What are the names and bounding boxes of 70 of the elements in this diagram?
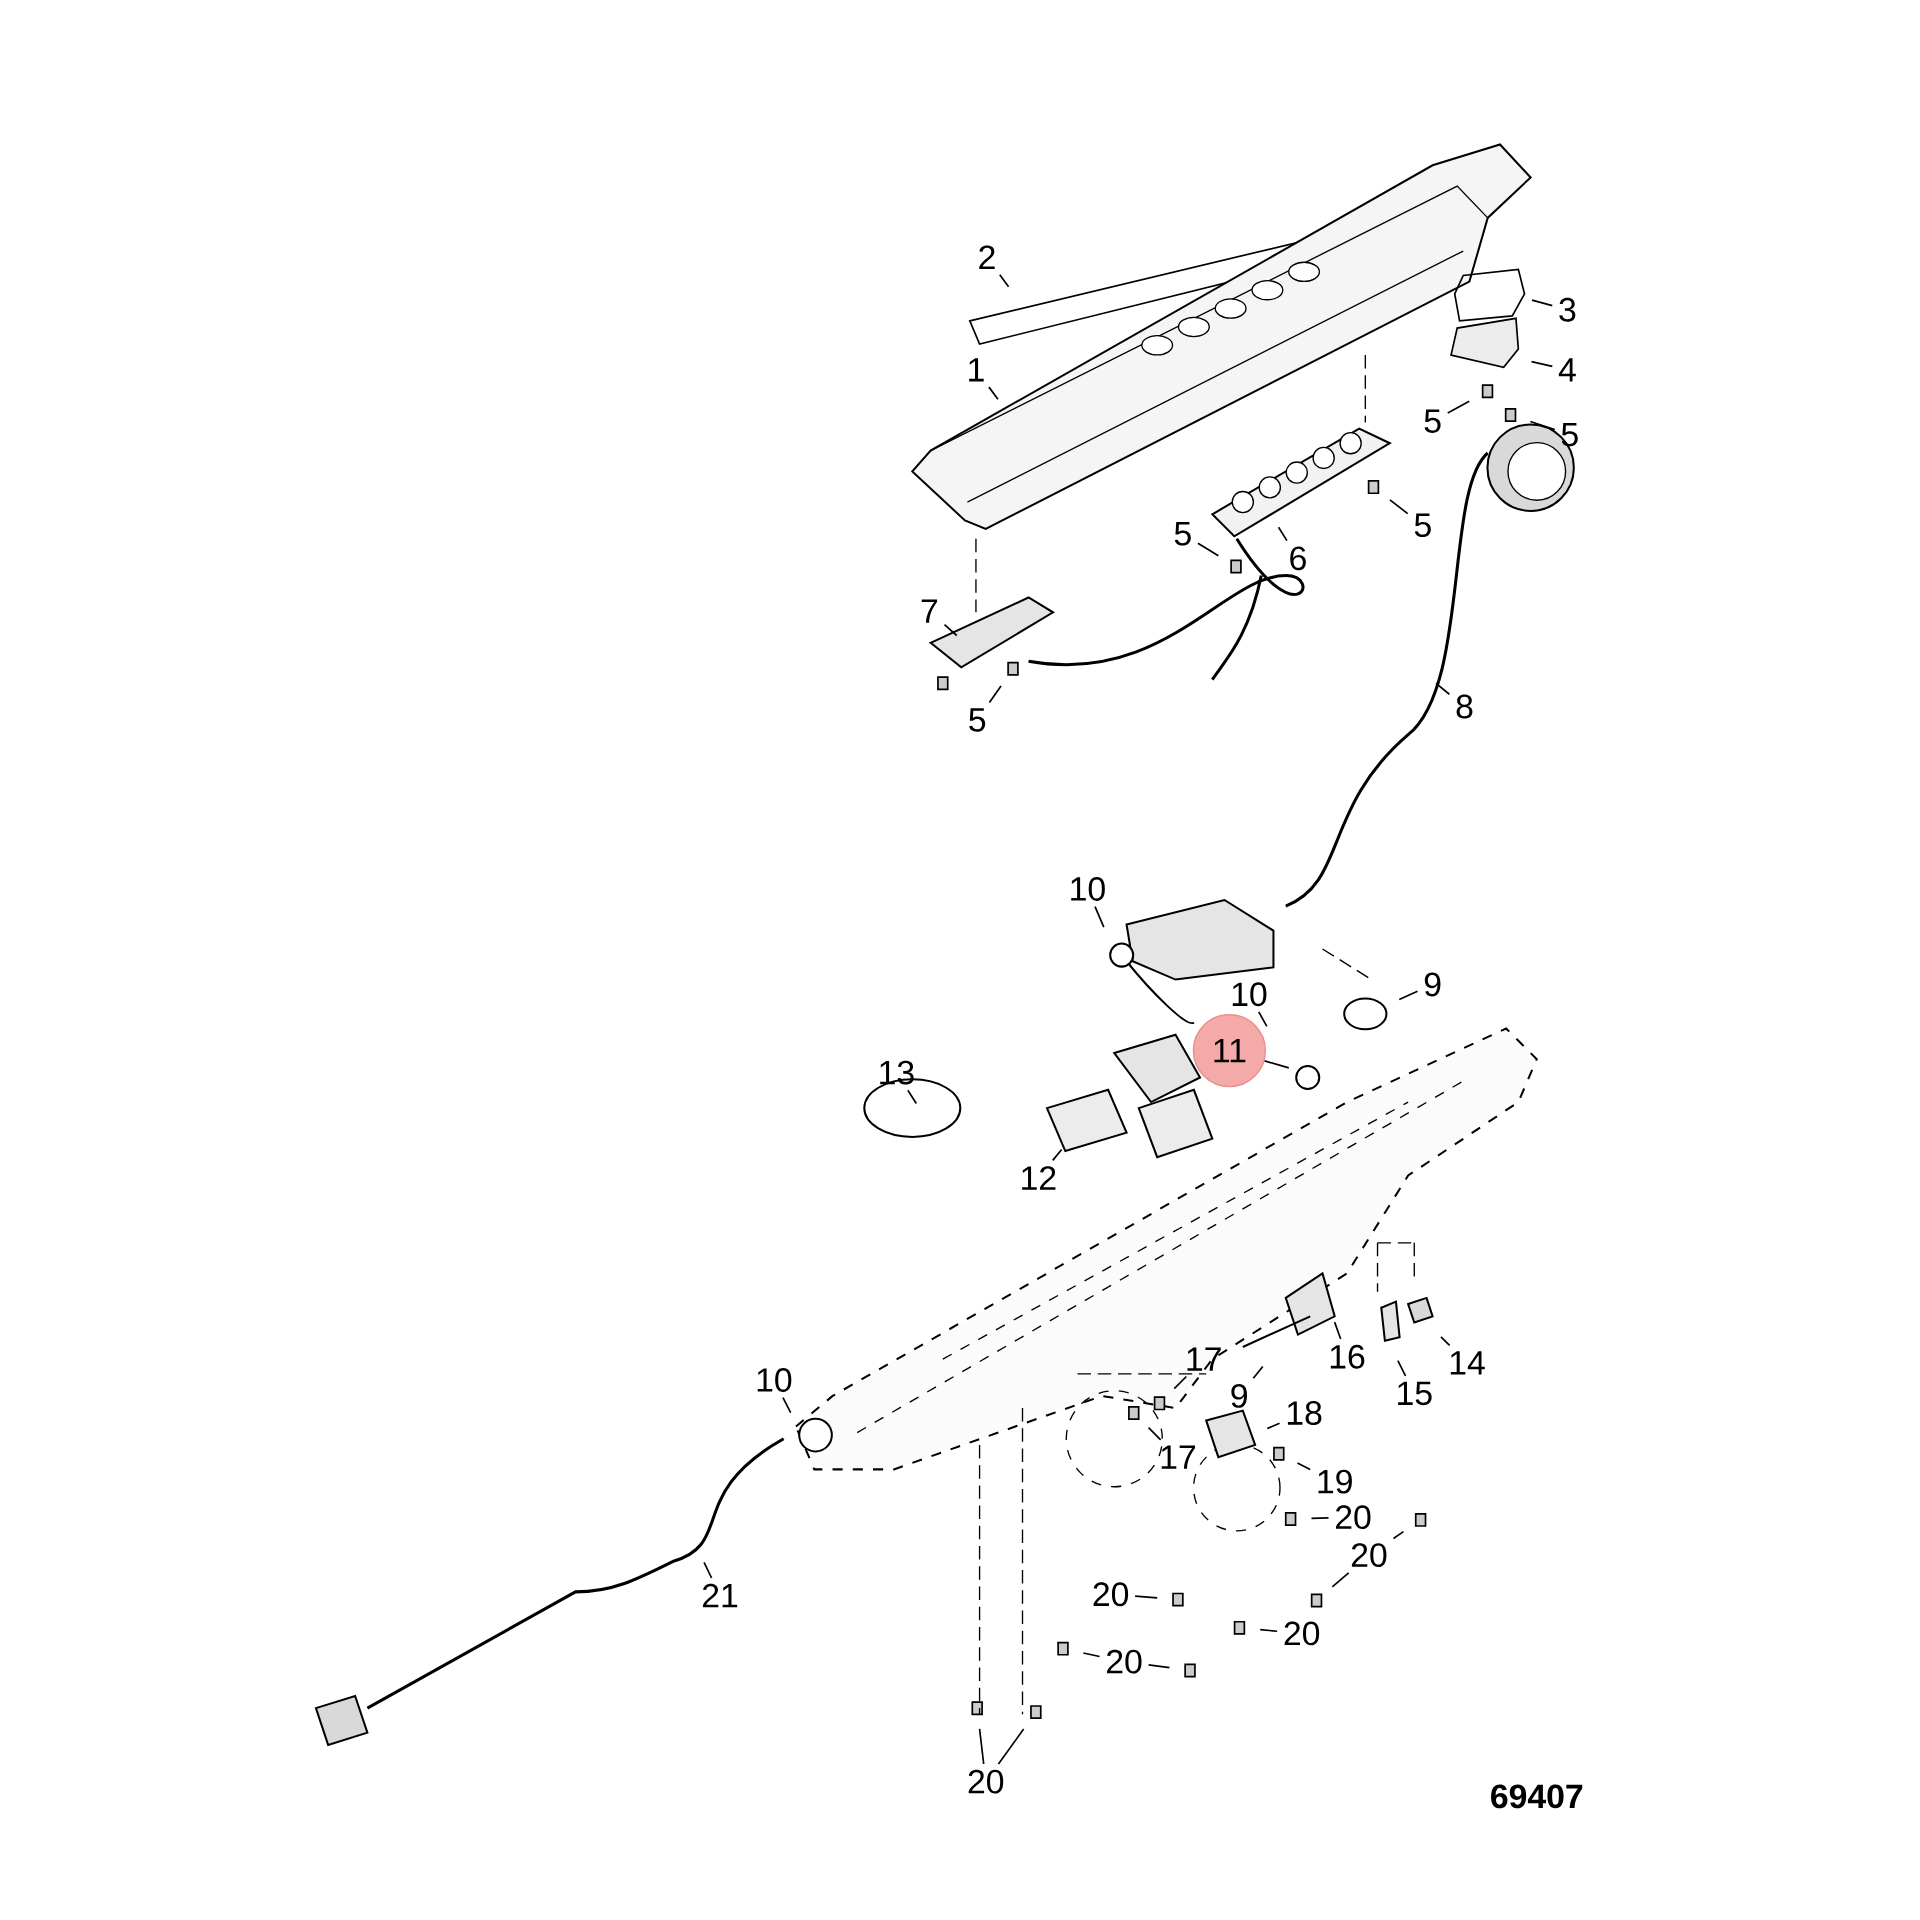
callout-number: 20 (1093, 1582, 1129, 1607)
figure-number: 69407 (1491, 1784, 1583, 1809)
leader-line (1257, 1011, 1268, 1028)
callout-number: 20 (1107, 1649, 1142, 1674)
leader-line (1529, 420, 1556, 431)
leader-line (1398, 990, 1419, 1001)
leader-line (1389, 499, 1409, 515)
callout-number: 20 (1284, 1621, 1320, 1646)
callout-number: 15 (1398, 1381, 1432, 1406)
leader-line (998, 273, 1010, 288)
leader-line (703, 1561, 713, 1579)
callout-number: 5 (1414, 513, 1431, 538)
callout-number: 9 (1231, 1384, 1247, 1408)
callout-number: 14 (1450, 1351, 1485, 1375)
leader-line (906, 1089, 918, 1105)
callout-number: 16 (1330, 1344, 1365, 1369)
callout-number: 10 (1071, 877, 1105, 901)
leader-line (1082, 1652, 1101, 1658)
leader-line (1263, 1060, 1290, 1069)
leader-line (1446, 400, 1471, 414)
callout-number: 21 (702, 1583, 738, 1608)
leader-line (1197, 542, 1220, 557)
callout-number: 9 (1424, 972, 1441, 997)
leader-line (1051, 1148, 1063, 1162)
callout-number: 5 (1174, 522, 1191, 546)
callout-number: 17 (1161, 1445, 1195, 1469)
callout-number: 20 (1351, 1543, 1387, 1568)
leader-line (1147, 1426, 1162, 1441)
callout-number: 20 (968, 1769, 1004, 1794)
leader-line (1397, 1359, 1407, 1377)
callout-number: 1 (969, 358, 984, 382)
leader-line (1134, 1595, 1159, 1599)
leader-line (1310, 1517, 1330, 1520)
callout-number: 7 (921, 599, 938, 623)
leader-line (1296, 1462, 1312, 1471)
leader-line (1277, 526, 1288, 542)
leader-line (1173, 1375, 1188, 1390)
leader-line (1331, 1571, 1350, 1588)
leader-line (1530, 360, 1554, 368)
leader-line (1266, 1422, 1281, 1430)
callout-number: 5 (1424, 409, 1441, 433)
leader-line (1147, 1664, 1171, 1669)
callout-number: 5 (969, 708, 986, 732)
callout-number: 17 (1187, 1347, 1221, 1371)
leader-line (988, 386, 999, 400)
callout-number: 20 (1335, 1505, 1371, 1530)
callout-number: 18 (1287, 1401, 1322, 1425)
callout-number: 3 (1559, 297, 1576, 322)
callout-number: 4 (1558, 358, 1576, 382)
leader-line (1333, 1321, 1342, 1340)
leader-line (978, 1728, 985, 1765)
callout-number: 6 (1290, 546, 1306, 571)
leader-line (943, 623, 958, 637)
callout-number: 10 (757, 1368, 792, 1392)
callout-number: 19 (1318, 1469, 1352, 1494)
callout-number: 8 (1456, 694, 1473, 719)
leader-line (988, 685, 1002, 704)
leader-line (1435, 682, 1451, 696)
leader-line (997, 1728, 1025, 1765)
leader-line (782, 1396, 792, 1414)
leader-line (1259, 1628, 1279, 1633)
leader-line (1440, 1336, 1451, 1347)
leader-line (1392, 1530, 1405, 1540)
callout-number: 10 (1232, 982, 1267, 1007)
leader-line (1531, 299, 1554, 307)
callout-number: 5 (1561, 422, 1578, 447)
leader-line (1252, 1365, 1264, 1380)
callout-number: 2 (979, 245, 995, 269)
callout-number: 12 (1022, 1166, 1056, 1190)
leader-line (1094, 905, 1105, 928)
